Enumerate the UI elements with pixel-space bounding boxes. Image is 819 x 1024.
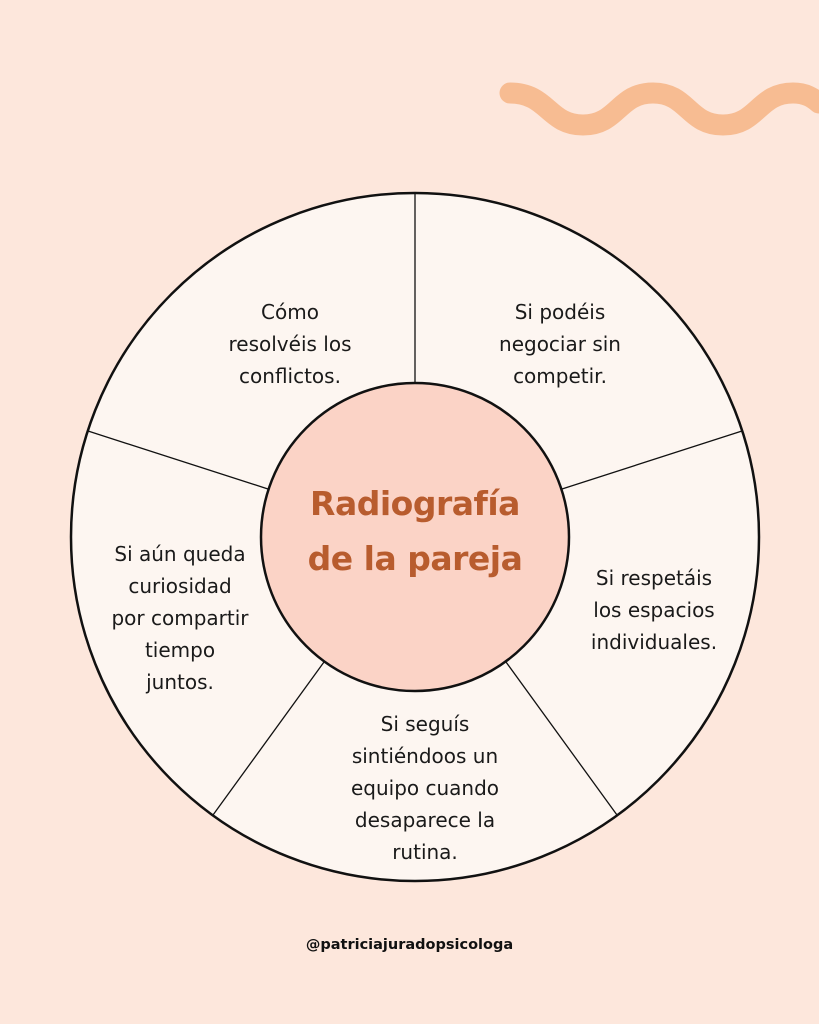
divider-left — [87, 430, 269, 490]
center-title-line1: Radiografía — [310, 484, 520, 523]
segment-text-team: Si seguís sintiéndoos un equipo cuando d… — [350, 712, 500, 864]
center-circle — [259, 381, 571, 693]
segment-text-negotiate: Si podéis negociar sin competir. — [499, 300, 621, 388]
divider-right — [561, 430, 743, 490]
segment-text-conflicts: Cómo resolvéis los conflictos. — [228, 300, 352, 388]
center-title-line2: de la pareja — [307, 539, 523, 578]
wave-decoration — [499, 82, 819, 136]
segment-text-spaces: Si respetáis los espacios individuales. — [590, 566, 718, 654]
segment-text-curiosity: Si aún queda curiosidad por compartir ti… — [111, 542, 249, 694]
author-handle: @patriciajuradopsicologa — [305, 937, 514, 953]
divider-bottom-right — [505, 661, 618, 816]
center-title: Radiografía de la pareja — [270, 476, 560, 586]
divider-bottom-left — [212, 661, 325, 816]
